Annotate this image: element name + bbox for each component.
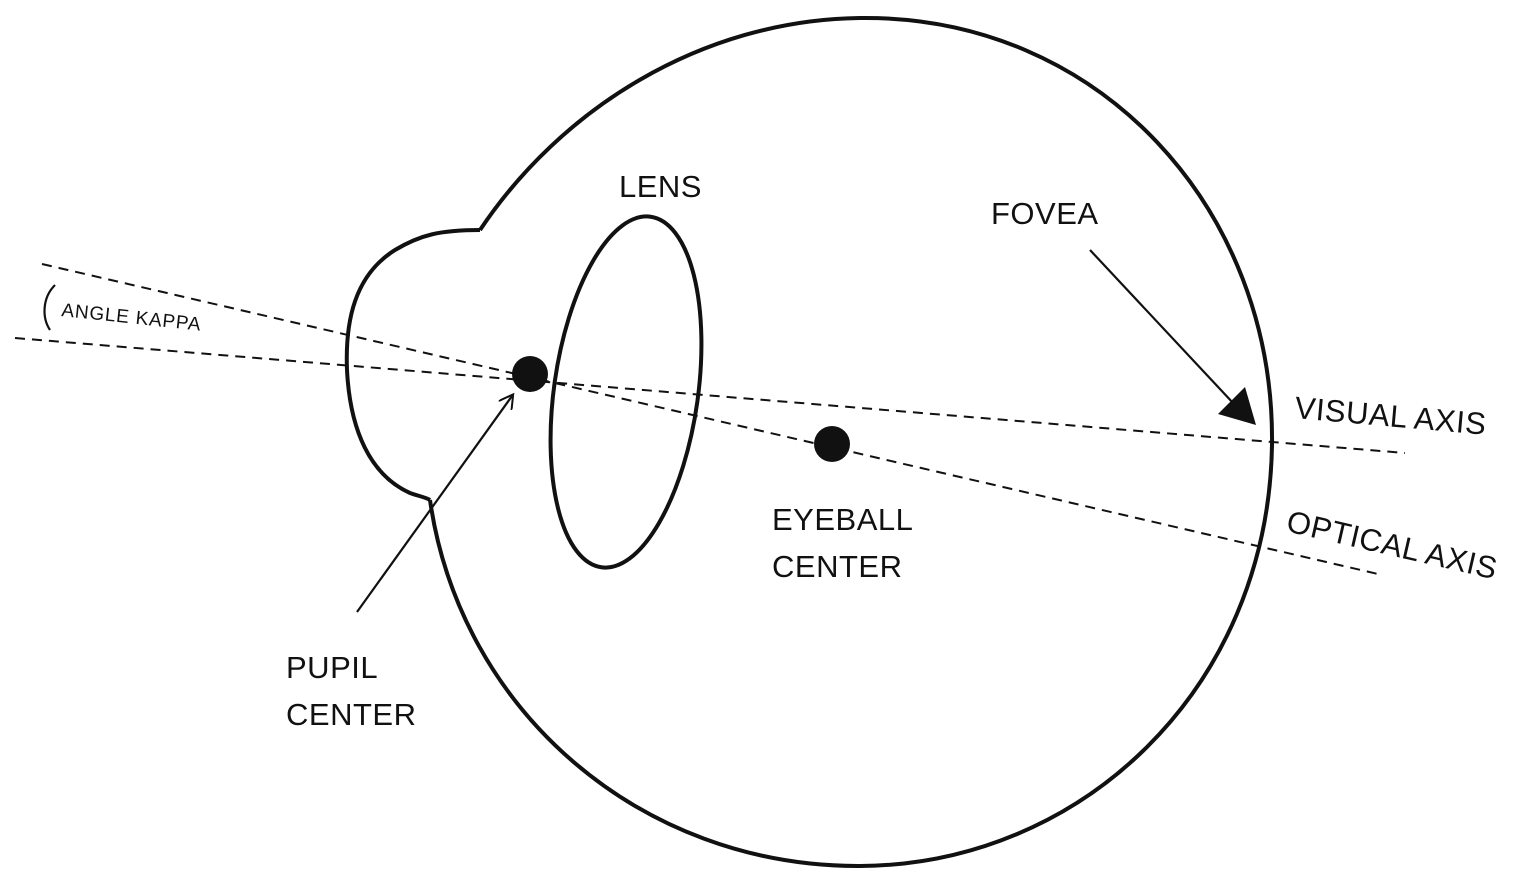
eyeball-center-dot <box>814 426 850 462</box>
pupil-center-label-line2: CENTER <box>286 697 416 732</box>
pupil-center-label-line1: PUPIL <box>286 650 378 685</box>
fovea-arrow-head <box>1218 387 1256 425</box>
pupil-center-dot <box>512 356 548 392</box>
visual-axis-line <box>14 337 1406 454</box>
eyeball-outline <box>428 15 1275 869</box>
lens-label: LENS <box>619 169 702 204</box>
pupil-center-arrow <box>356 396 512 613</box>
eyeball-center-label-line1: EYEBALL <box>772 502 913 537</box>
cornea-outline <box>344 228 481 502</box>
fovea-label: FOVEA <box>991 196 1099 231</box>
visual-axis-label: VISUAL AXIS <box>1293 390 1487 442</box>
angle-kappa-bracket <box>43 284 56 331</box>
eyeball-center-label-line2: CENTER <box>772 549 902 584</box>
optical-axis-label: OPTICAL AXIS <box>1283 504 1500 586</box>
lens-outline <box>548 214 704 570</box>
fovea-arrow-shaft <box>1089 249 1235 405</box>
angle-kappa-label: ANGLE KAPPA <box>60 300 202 336</box>
optical-axis-line <box>41 263 1379 575</box>
